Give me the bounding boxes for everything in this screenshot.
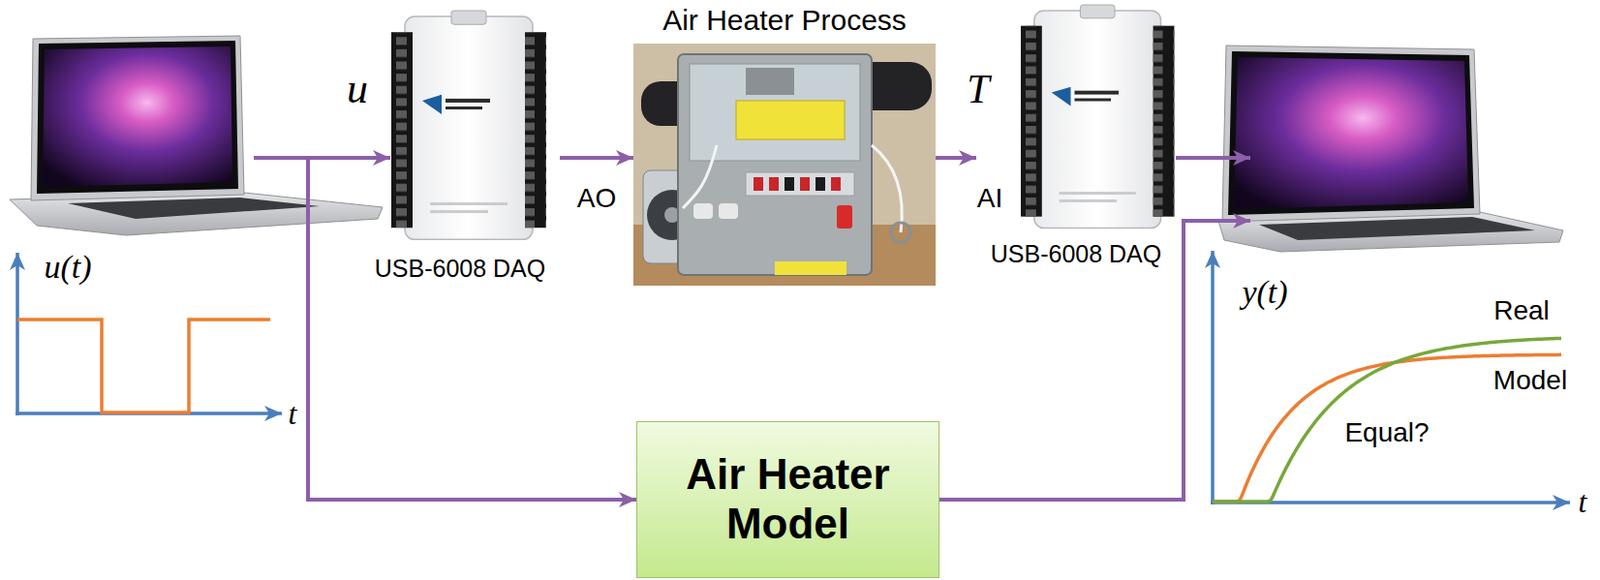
process-box: Air Heater Process <box>633 0 936 286</box>
process-photo <box>769 177 779 191</box>
process-photo <box>745 172 855 196</box>
device-label: Air Heater Process <box>662 3 907 38</box>
output-plot <box>1210 250 1215 505</box>
laptop-left <box>36 40 239 194</box>
laptop-left <box>42 46 233 187</box>
signal-arrow <box>935 155 977 160</box>
process-photo <box>745 67 795 95</box>
signal-wire <box>253 155 391 160</box>
laptop-left <box>30 35 245 201</box>
process-photo <box>836 205 853 229</box>
signal-wire <box>307 157 637 500</box>
process-photo <box>891 222 911 243</box>
model-title: Air Heater Model <box>648 450 927 549</box>
process-photo <box>736 100 845 140</box>
process-photo <box>815 177 826 191</box>
process-photo <box>682 145 717 209</box>
laptop-right <box>1222 45 1480 222</box>
signal-arrow <box>559 155 634 160</box>
process-photo <box>830 177 841 191</box>
axis-label: t <box>288 397 298 431</box>
model-box: Air Heater Model <box>636 421 940 579</box>
process-photo <box>718 203 739 219</box>
output-plot <box>1210 250 1570 505</box>
daq-device <box>1020 4 1174 228</box>
input-plot <box>17 319 271 413</box>
process-photo <box>784 177 795 191</box>
daq-label-box: USB-6008 DAQ <box>976 27 1176 269</box>
curve-label: Real <box>1493 296 1550 327</box>
process-photo <box>677 54 872 276</box>
process-photo <box>633 43 936 286</box>
axis-label: u(t) <box>43 248 92 285</box>
laptop-right <box>1233 57 1469 210</box>
signal-name: T <box>966 66 989 112</box>
laptop-right <box>1259 216 1536 241</box>
process-photo <box>871 145 902 233</box>
question-note: Equal? <box>1344 418 1429 449</box>
curve-label: Model <box>1493 366 1568 397</box>
signal-label: AI <box>974 184 1006 215</box>
process-photo <box>774 261 847 276</box>
daq-label-box: USB-6008 DAQ <box>360 27 560 287</box>
laptop-right <box>1228 51 1475 216</box>
process-photo <box>800 177 810 191</box>
signal-wire <box>938 220 1251 500</box>
signal-name: u <box>346 65 369 113</box>
input-plot <box>15 252 20 416</box>
signal-label: AO <box>574 184 619 215</box>
laptop-left <box>9 35 383 236</box>
axis-label: t <box>1578 485 1588 520</box>
process-photo <box>693 203 713 219</box>
process-photo <box>633 43 936 286</box>
daq-device <box>391 10 547 240</box>
laptop-left <box>67 197 320 219</box>
process-photo <box>753 177 764 191</box>
signal-wire <box>1175 155 1251 160</box>
real-curve <box>1212 338 1562 502</box>
device-label: USB-6008 DAQ <box>374 254 546 283</box>
laptop-right <box>1218 45 1564 252</box>
device-label: USB-6008 DAQ <box>990 240 1162 269</box>
axis-label: y(t) <box>1241 274 1288 310</box>
